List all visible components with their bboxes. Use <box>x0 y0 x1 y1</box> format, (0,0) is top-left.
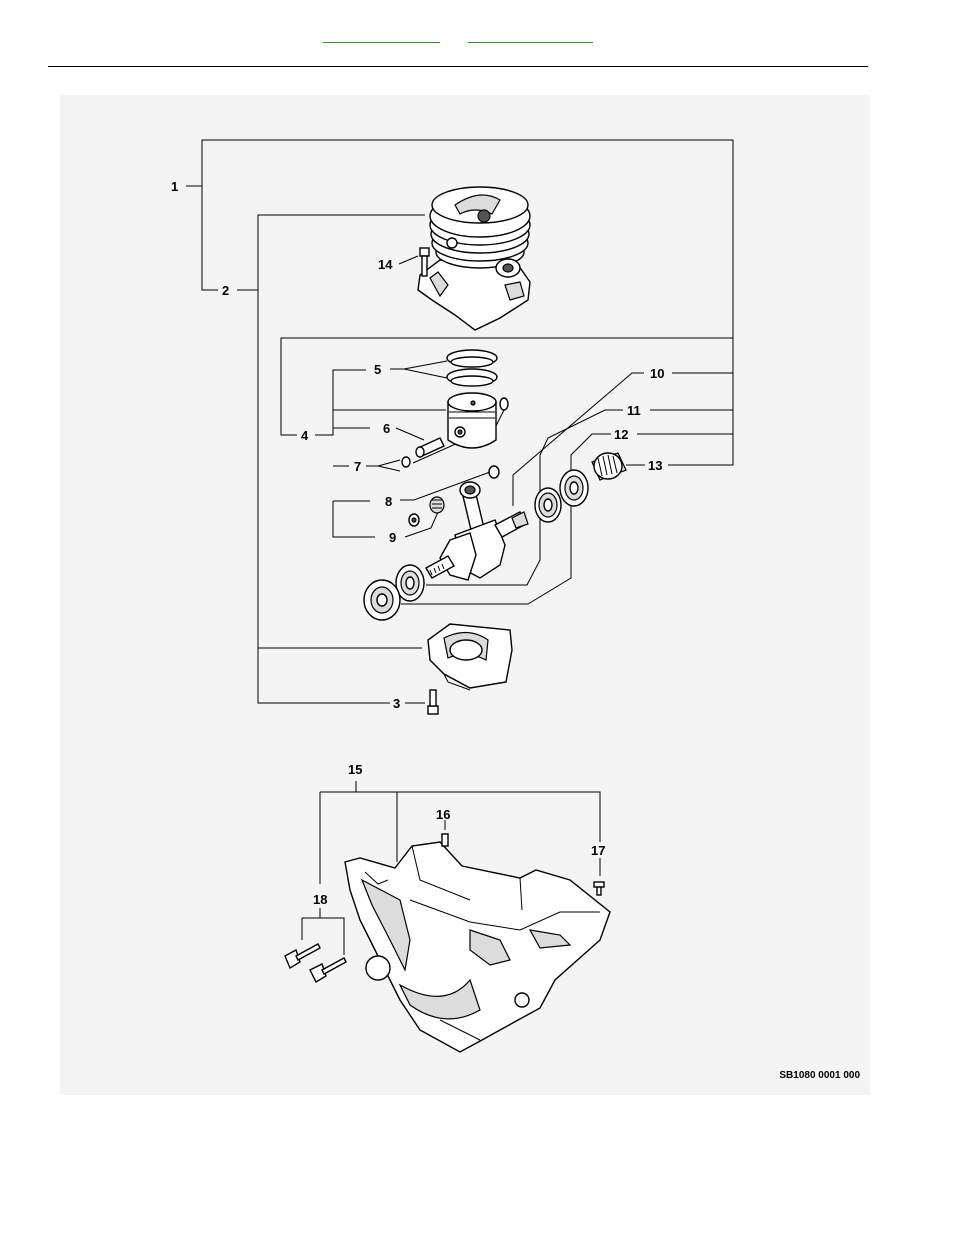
leader-lines <box>186 139 734 955</box>
seal-icon <box>559 469 589 507</box>
callout-1: 1 <box>171 179 178 194</box>
header-divider <box>48 66 868 67</box>
circlip-icon <box>401 456 411 468</box>
needle-bearing-icon <box>429 496 445 514</box>
callout-2: 2 <box>222 283 229 298</box>
callout-5: 5 <box>374 362 381 377</box>
piston-pin-icon <box>415 437 445 458</box>
pin-icon <box>441 833 449 847</box>
diagram-reference-code: SB1080 0001 000 <box>779 1070 860 1081</box>
callout-9: 9 <box>389 530 396 545</box>
callout-18: 18 <box>313 892 327 907</box>
bearing-icon <box>395 564 425 602</box>
engine-cylinder-icon <box>417 186 531 331</box>
callout-13: 13 <box>648 458 662 473</box>
callout-15: 15 <box>348 762 362 777</box>
piston-icon <box>447 392 497 449</box>
spacer-icon <box>591 452 627 481</box>
callout-8: 8 <box>385 494 392 509</box>
chassis-frame-icon <box>344 841 611 1053</box>
piston-ring-icon <box>446 349 498 387</box>
callout-6: 6 <box>383 421 390 436</box>
bolt-icon <box>284 943 347 983</box>
circlip-icon <box>499 397 509 411</box>
crankcase-icon <box>427 623 513 691</box>
callout-7: 7 <box>354 459 361 474</box>
seal-icon <box>363 579 401 621</box>
screw-icon <box>419 247 430 277</box>
callout-17: 17 <box>591 843 605 858</box>
callout-10: 10 <box>650 366 664 381</box>
callout-labels: 1 2 3 4 5 6 7 8 9 10 11 12 13 14 15 16 1… <box>171 179 664 907</box>
top-link-1[interactable] <box>323 30 440 43</box>
callout-11: 11 <box>627 403 641 418</box>
screw-icon <box>427 689 439 715</box>
callout-3: 3 <box>393 696 400 711</box>
callout-12: 12 <box>614 427 628 442</box>
callout-14: 14 <box>378 257 393 272</box>
crankshaft-icon <box>425 481 529 581</box>
callout-16: 16 <box>436 807 450 822</box>
top-link-2[interactable] <box>468 30 593 43</box>
bearing-icon <box>534 487 562 523</box>
callout-4: 4 <box>301 428 309 443</box>
washer-icon <box>408 465 500 527</box>
screw-icon <box>593 881 605 896</box>
